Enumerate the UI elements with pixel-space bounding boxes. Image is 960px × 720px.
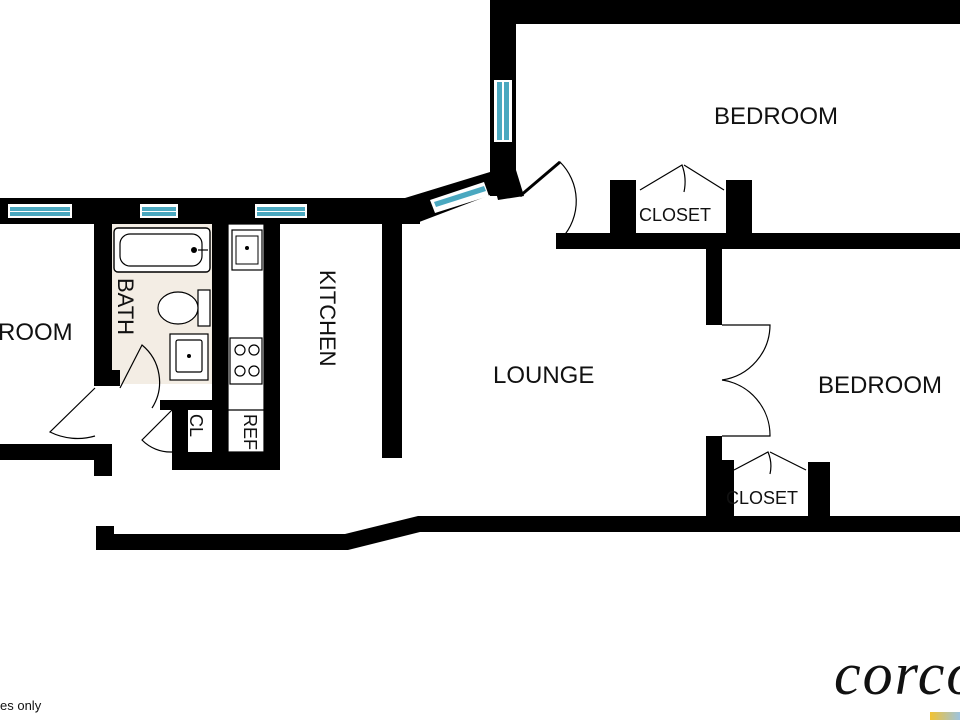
toilet xyxy=(157,289,211,327)
logo-bar xyxy=(930,712,960,720)
doors xyxy=(48,160,807,475)
disclaimer-text: es only xyxy=(0,698,42,713)
closet-top-label: CLOSET xyxy=(639,205,711,225)
cl-label: CL xyxy=(186,414,206,437)
room-left-label: ROOM xyxy=(0,319,73,346)
bedroom-top-label: BEDROOM xyxy=(714,103,838,130)
walls xyxy=(0,0,960,550)
closet-bottom-label: CLOSET xyxy=(726,488,798,508)
bedroom-right-label: BEDROOM xyxy=(818,372,942,399)
bathtub xyxy=(113,227,211,273)
ref-label: REF xyxy=(240,414,260,450)
bath-label: BATH xyxy=(113,278,138,335)
windows xyxy=(8,80,512,218)
kitchen-label: KITCHEN xyxy=(315,270,340,367)
lounge-label: LOUNGE xyxy=(493,362,594,389)
kitchen-counter xyxy=(227,223,265,453)
bath-sink xyxy=(169,333,209,381)
brand-logo: corco xyxy=(834,641,960,707)
